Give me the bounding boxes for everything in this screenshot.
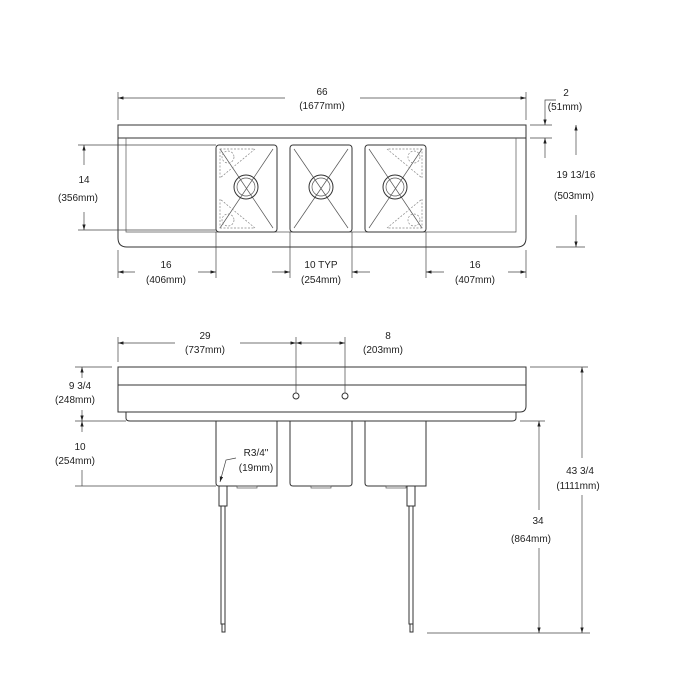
bowl-front-back-metric: (356mm)	[58, 193, 98, 204]
bowl-3-front	[364, 421, 427, 487]
bowl-depth-label: 10	[74, 442, 86, 453]
overall-length-metric: (1677mm)	[299, 101, 345, 112]
splash-height-label: 9 3/4	[69, 381, 92, 392]
bowl-2-front	[289, 421, 353, 487]
leg-left	[218, 485, 228, 633]
top-view: 66 (1677mm) 2 (51mm) 19 13/16 (503mm) 14…	[58, 87, 596, 286]
faucet-center-label: 29	[199, 331, 211, 342]
front-view: 29 (737mm) 8 (203mm) 9 3/4 (248mm) 10 (2…	[55, 331, 600, 634]
bowl-2	[289, 144, 353, 233]
faucet-spacing-label: 8	[385, 331, 391, 342]
work-height-metric: (864mm)	[511, 534, 551, 545]
backsplash-height-label: 2	[563, 88, 569, 99]
faucet-spacing-metric: (203mm)	[363, 345, 403, 356]
drainboard-front	[125, 412, 517, 422]
overall-height-label: 43 3/4	[566, 466, 594, 477]
left-drainboard-label: 16	[160, 260, 172, 271]
faucet-hole	[292, 392, 300, 400]
bowl-width-label: 10 TYP	[304, 260, 337, 271]
right-drainboard-label: 16	[469, 260, 481, 271]
faucet-hole	[341, 392, 349, 400]
overall-height-metric: (1111mm)	[556, 481, 599, 492]
corner-radius-metric: (19mm)	[239, 463, 273, 474]
bowl-depth-metric: (254mm)	[55, 456, 95, 467]
right-drainboard-metric: (407mm)	[455, 275, 495, 286]
overall-length-label: 66	[316, 87, 328, 98]
faucet-center-metric: (737mm)	[185, 345, 225, 356]
splash-height-metric: (248mm)	[55, 395, 95, 406]
sink-outline	[117, 124, 527, 248]
bowl-1	[215, 144, 278, 233]
backsplash-height-metric: (51mm)	[548, 102, 582, 113]
work-height-label: 34	[532, 516, 544, 527]
bowl-width-metric: (254mm)	[301, 275, 341, 286]
backsplash-front	[117, 366, 527, 413]
left-drainboard-metric: (406mm)	[146, 275, 186, 286]
drainboard-rim	[125, 138, 517, 233]
overall-depth-label: 19 13/16	[557, 170, 596, 181]
corner-radius-label: R3/4"	[244, 448, 269, 459]
bowl-3	[364, 144, 427, 233]
bowl-front-back-label: 14	[78, 175, 90, 186]
overall-depth-metric: (503mm)	[554, 191, 594, 202]
leg-right	[406, 485, 416, 633]
